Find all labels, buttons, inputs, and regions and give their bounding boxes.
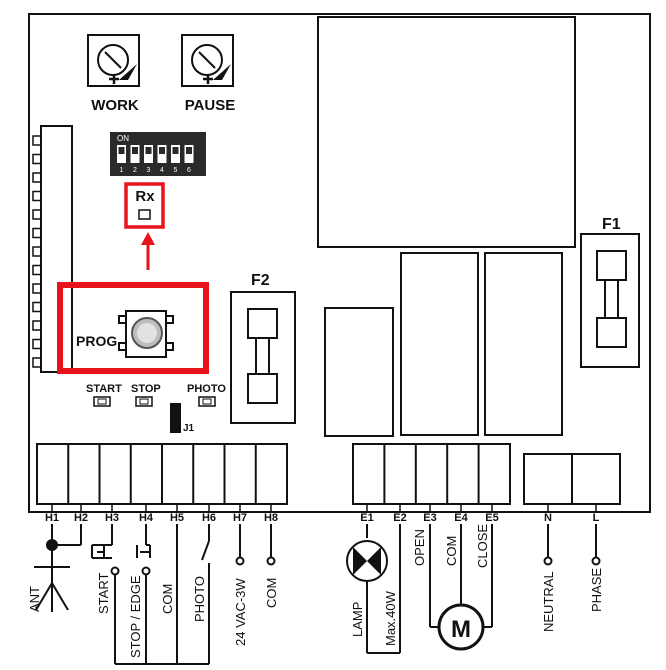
terminal-label-h: H4 — [139, 512, 154, 524]
lamp-label: LAMP — [350, 602, 365, 637]
dip-lever-knob — [132, 147, 138, 154]
work-trimmer-label: WORK — [91, 97, 139, 114]
neutral-label: NEUTRAL — [541, 571, 556, 632]
start-led-label: START — [86, 383, 122, 395]
accessory-power-wiring — [235, 524, 276, 566]
ant-label: ANT — [27, 586, 42, 612]
receiver-led — [138, 209, 151, 220]
close-label: CLOSE — [475, 524, 490, 568]
fuse-f2-label: F2 — [251, 272, 270, 289]
relay-open — [400, 252, 479, 436]
jumper-j1[interactable] — [170, 403, 181, 433]
receiver-highlight-box — [124, 182, 165, 229]
connector-pin — [32, 338, 42, 350]
terminal-label-e: E1 — [360, 512, 373, 524]
connector-pin — [32, 190, 42, 202]
receiver-label: Rx — [135, 188, 155, 205]
fuse-f1[interactable] — [580, 233, 640, 368]
photo-led-label: PHOTO — [187, 383, 226, 395]
open-label: OPEN — [412, 529, 427, 566]
terminal-label-e: E2 — [393, 512, 406, 524]
control-board — [28, 13, 651, 513]
relay-close — [484, 252, 563, 436]
relay-lamp — [324, 307, 394, 437]
dip-switch[interactable] — [110, 132, 206, 176]
stop-led-label: STOP — [131, 383, 161, 395]
dip-position-number: 5 — [174, 167, 178, 174]
dip-on-label: ON — [117, 134, 129, 143]
motor-label: M — [451, 616, 471, 643]
work-trimmer[interactable] — [87, 34, 140, 87]
dip-lever-knob — [186, 147, 192, 154]
phase-label: PHASE — [589, 568, 604, 612]
dip-position-number: 1 — [120, 167, 124, 174]
motor-wiring — [429, 524, 493, 651]
dip-lever-knob — [172, 147, 179, 154]
fuse-f2[interactable] — [230, 291, 296, 424]
com1-label: COM — [160, 584, 175, 614]
terminal-label-e: E3 — [423, 512, 436, 524]
dip-position-number: 2 — [133, 167, 137, 174]
photo-label: PHOTO — [192, 576, 207, 622]
connector-pin — [32, 209, 42, 220]
transformer-block — [317, 16, 576, 248]
red-arrow-to-receiver — [141, 232, 155, 270]
com3-label: COM — [444, 536, 459, 566]
dip-position-number: 6 — [187, 167, 191, 174]
connector-pin — [32, 227, 42, 239]
terminal-label-h: H6 — [202, 512, 216, 524]
connector-pin — [32, 153, 42, 165]
terminal-label-e: E5 — [485, 512, 498, 524]
dip-lever-knob — [159, 147, 165, 154]
terminal-label-power: L — [593, 512, 600, 524]
lamp-wiring — [346, 524, 401, 654]
terminal-label-h: H8 — [264, 512, 278, 524]
mains-wiring — [543, 524, 601, 566]
terminal-label-h: H7 — [233, 512, 247, 524]
start-led — [93, 396, 111, 407]
prog-highlight-box — [57, 282, 209, 374]
stop-led — [135, 396, 153, 407]
photo-led — [198, 396, 216, 407]
prog-button-label: PROG — [76, 333, 117, 349]
connector-pin — [32, 264, 42, 276]
lamp-power-label: Max.40W — [383, 590, 398, 646]
fuse-f1-label: F1 — [602, 216, 621, 233]
vac-label: 24 VAC-3W — [233, 578, 248, 646]
connector-pin — [32, 172, 42, 183]
dip-lever-knob — [118, 147, 125, 154]
dip-lever-knob — [145, 147, 152, 154]
terminal-label-e: E4 — [454, 512, 468, 524]
terminal-label-power: N — [544, 512, 552, 524]
terminal-block-power[interactable] — [523, 453, 621, 505]
connector-pin — [32, 135, 42, 146]
terminal-block-e[interactable] — [352, 443, 511, 505]
com2-label: COM — [264, 578, 279, 608]
connector-pin — [32, 283, 42, 294]
connector-pin — [32, 301, 42, 313]
pause-trimmer-label: PAUSE — [185, 97, 236, 114]
left-connector-strip — [32, 125, 73, 373]
pause-trimmer[interactable] — [181, 34, 234, 87]
stop-edge-label: STOP / EDGE — [128, 575, 143, 658]
connector-pin — [32, 246, 42, 257]
jumper-label: J1 — [183, 423, 195, 434]
terminal-label-h: H2 — [74, 512, 88, 524]
dip-position-number: 4 — [160, 167, 164, 174]
prog-button[interactable] — [118, 310, 174, 358]
terminal-label-h: H5 — [170, 512, 184, 524]
start-stop-wiring — [91, 524, 210, 665]
start-label: START — [96, 573, 111, 614]
terminal-label-h: H1 — [45, 512, 59, 524]
connector-pin — [32, 357, 42, 368]
dip-position-number: 3 — [147, 167, 151, 174]
antenna-wiring — [34, 524, 82, 612]
connector-pin — [32, 320, 42, 331]
terminal-label-h: H3 — [105, 512, 119, 524]
terminal-block-h[interactable] — [36, 443, 288, 505]
